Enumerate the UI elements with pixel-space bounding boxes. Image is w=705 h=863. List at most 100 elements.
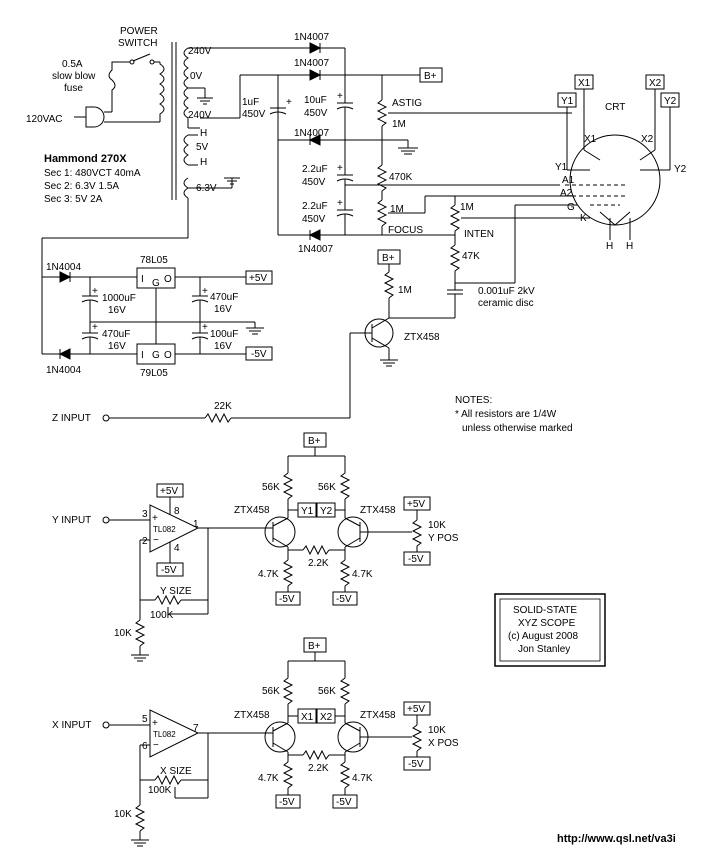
title-line-3: (c) August 2008 [508,631,578,642]
tap-5v: 5V [196,142,209,153]
x-m5a: -5V [279,797,295,808]
c3-voltage: 450V [302,177,326,188]
y-input-jack[interactable] [102,516,110,524]
diode-d1-label: 1N4007 [294,32,329,43]
inten-label: INTEN [464,229,494,240]
reg-c1-voltage: 16V [108,305,126,316]
bplus-z-label: B+ [382,253,395,264]
c4-voltage: 450V [302,214,326,225]
title-block: SOLID-STATE XYZ SCOPE (c) August 2008 Jo… [494,593,606,667]
svg-text:+: + [202,286,208,297]
c1-value: 1uF [242,97,259,108]
tap-240a: 240V [188,46,212,57]
x-r47a: 4.7K [258,773,279,784]
notes: NOTES: * All resistors are 1/4W unless o… [455,395,573,434]
z-input-label[interactable]: Z INPUT [52,413,91,424]
source-url[interactable]: http://www.qsl.net/va3i [557,833,676,845]
y-input-label[interactable]: Y INPUT [52,515,91,526]
svg-text:8: 8 [174,506,180,517]
r470-value: 470K [389,172,413,183]
x-r56b: 56K [318,686,336,697]
y-bplus: B+ [308,436,321,447]
y-out1: Y1 [301,506,314,517]
svg-text:3: 3 [142,509,148,520]
c3-value: 2.2uF [302,164,328,175]
m5v-tag [245,346,273,361]
r47-value: 47K [462,251,480,262]
svg-text:I: I [141,274,144,285]
y-pos-m5v: -5V [408,554,424,565]
crt-pin-a1: A1 [562,175,575,186]
x-r56a: 56K [262,686,280,697]
reg-c2-value: 470uF [102,329,130,340]
x-input-jack[interactable] [102,721,110,729]
diode-d4-label: 1N4007 [298,244,333,255]
svg-text:4: 4 [174,543,180,554]
reg-78l05-label: 78L05 [140,255,168,266]
x-size-pot[interactable] [154,774,182,786]
svg-text:G: G [152,278,160,289]
svg-text:+: + [92,286,98,297]
x-pos-label: X POS [428,738,459,749]
crt-x2-tag: X2 [649,78,662,89]
svg-text:I: I [141,350,144,361]
x-bplus: B+ [308,641,321,652]
x-pos-m5v: -5V [408,759,424,770]
focus-value: 1M [390,204,404,215]
switch-label-1: POWER [120,26,158,37]
y-size-value: 100K [150,610,174,621]
svg-text:−: − [153,740,159,751]
y-pos-label: Y POS [428,533,459,544]
focus-label: FOCUS [388,225,423,236]
x-q1-label: ZTX458 [234,710,270,721]
x-pos-pot[interactable] [411,724,423,752]
svg-text:G: G [152,350,160,361]
y-opamp-m5v: -5V [161,565,177,576]
crt-pin-a2: A2 [560,188,573,199]
crt-pin-h2: H [626,241,633,252]
x-pos-p5v: +5V [407,704,425,715]
y-q1-label: ZTX458 [234,505,270,516]
x-size-value: 100K [148,785,172,796]
sec1-winding [183,47,189,128]
sec2-spec: Sec 2: 6.3V 1.5A [44,181,119,192]
switch-label-2: SWITCH [118,38,157,49]
svg-text:7: 7 [193,723,199,734]
y-m5a: -5V [279,594,295,605]
x-amplifier: X INPUT + − TL082 5 6 7 X SIZE 100K 10K … [52,637,459,847]
reg-d1-label: 1N4004 [46,262,81,273]
x-opamp-label: TL082 [153,730,176,739]
svg-text:O: O [164,350,172,361]
diode-d3-label: 1N4007 [294,128,329,139]
x-input-label[interactable]: X INPUT [52,720,91,731]
crt-x1-tag: X1 [578,78,591,89]
crt-pin-h1: H [606,241,613,252]
x-out1: X1 [301,712,314,723]
y-pos-value: 10K [428,520,446,531]
svg-text:+: + [152,718,158,729]
y-opamp-label: TL082 [153,525,176,534]
y-r47a: 4.7K [258,569,279,580]
y-amplifier: Y INPUT + − TL082 3 2 8 4 1 +5V -5V Y SI… [52,432,459,662]
y-pos-pot[interactable] [411,519,423,547]
inten-value: 1M [460,202,474,213]
crt-y2-tag: Y2 [664,96,677,107]
diode-d2-label: 1N4007 [294,58,329,69]
fuse-label-2: slow blow [52,71,96,82]
transformer-title: Hammond 270X [44,153,127,165]
y-size-pot[interactable] [154,594,182,606]
c1-voltage: 450V [242,109,266,120]
y-r10k [134,619,146,647]
svg-text:+: + [92,322,98,333]
r22k-value: 22K [214,401,232,412]
sec2-winding [183,177,189,199]
sec3-spec: Sec 3: 5V 2A [44,194,103,205]
reg-c1-value: 1000uF [102,293,136,304]
reg-d2-label: 1N4004 [46,365,81,376]
z-input-jack[interactable] [102,414,110,422]
reg-79l05-label: 79L05 [140,368,168,379]
y-pos-p5v: +5V [407,499,425,510]
svg-text:2: 2 [142,536,148,547]
r-22k [204,412,232,424]
